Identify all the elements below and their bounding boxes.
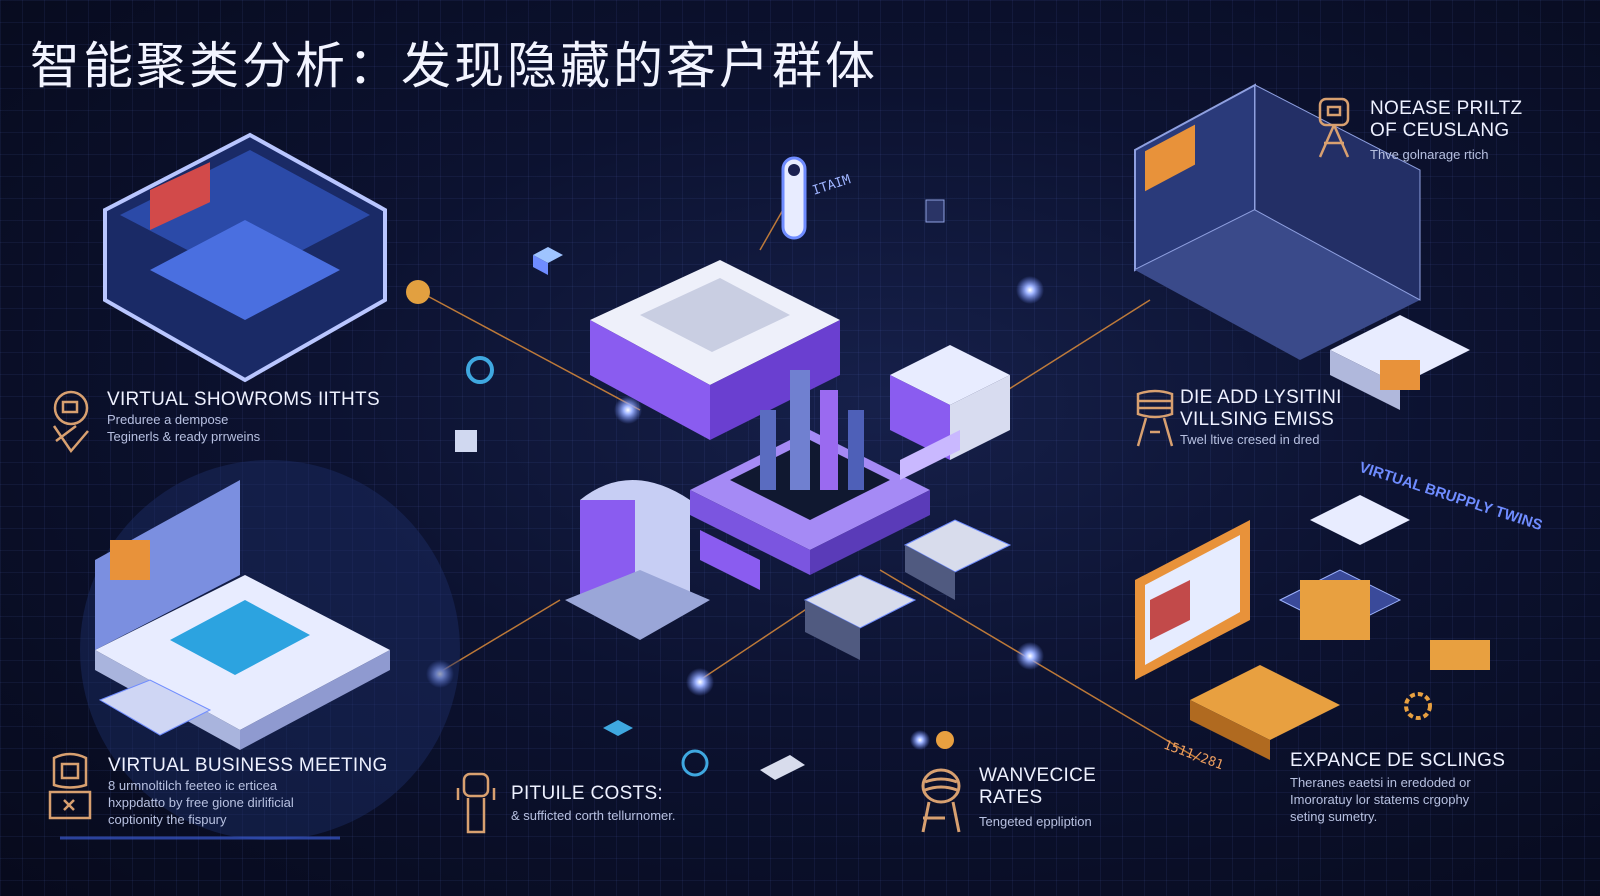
factory-building <box>1134 83 1470 410</box>
block-heading: VIRTUAL BUSINESS MEETING <box>108 755 388 776</box>
block-heading: RATES <box>979 787 1043 808</box>
virtual-meeting-platform <box>95 480 390 750</box>
central-city-platform <box>690 345 1010 590</box>
block-text: coptionity the fispury <box>108 812 227 827</box>
block-text: Theranes eaetsi in eredoded or <box>1290 775 1471 790</box>
block-middle-right: DIE ADD LYSITINI VILLSING EMISS Twel lti… <box>1180 387 1342 448</box>
block-costs: PITUILE COSTS: & sufficted corth tellurn… <box>511 783 676 824</box>
beacon-tower <box>781 156 807 240</box>
block-heading: EXPANCE DE SCLINGS <box>1290 750 1506 771</box>
figure-icon <box>456 772 496 834</box>
block-text: Thve golnarage rtich <box>1370 147 1489 162</box>
head-profile-icon <box>921 768 961 833</box>
page-title: 智能聚类分析：发现隐藏的客户群体 <box>30 37 878 95</box>
floating-icons <box>455 199 954 780</box>
pedestals <box>803 519 1012 660</box>
glow-nodes <box>406 276 1044 750</box>
block-rates: WANVECICE RATES Tengeted eppliption <box>979 765 1096 830</box>
block-heading: DIE ADD LYSITINI <box>1180 387 1342 408</box>
block-heading: OF CEUSLANG <box>1370 120 1510 141</box>
block-virtual-showrooms: VIRTUAL SHOWROMS IITHTS Preduree a dempo… <box>107 389 380 445</box>
block-text: Preduree a dempose <box>107 412 229 427</box>
meeting-chair-icon <box>48 752 92 820</box>
block-text: seting sumetry. <box>1290 809 1378 824</box>
block-text: 8 urmnoltilch feeteo ic erticea <box>108 778 278 793</box>
database-stand-icon <box>1136 389 1174 447</box>
block-text: Tengeted eppliption <box>979 814 1092 829</box>
block-top-right: NOEASE PRILTZ OF CEUSLANG Thve golnarage… <box>1370 98 1522 163</box>
block-text: Imororatuy lor statems crgophy <box>1290 792 1470 807</box>
block-text: Twel ltive cresed in dred <box>1180 432 1320 447</box>
block-heading: NOEASE PRILTZ <box>1370 98 1523 119</box>
block-heading: VILLSING EMISS <box>1180 409 1335 430</box>
block-text: & sufficted corth tellurnomer. <box>511 808 676 823</box>
block-expansion: EXPANCE DE SCLINGS Theranes eaetsi in er… <box>1290 750 1505 825</box>
block-heading: WANVECICE <box>979 765 1097 786</box>
block-virtual-business-meeting: VIRTUAL BUSINESS MEETING 8 urmnoltilch f… <box>108 755 388 828</box>
gear-icon <box>1404 692 1432 720</box>
central-server-machine <box>590 260 840 440</box>
kiosk-tower <box>565 480 710 640</box>
robot-outline-icon <box>52 390 89 454</box>
block-text: Teginerls & ready prrweins <box>107 429 261 444</box>
block-heading: VIRTUAL SHOWROMS IITHTS <box>107 389 380 410</box>
person-monitor-icon <box>1318 97 1350 158</box>
block-heading: PITUILE COSTS: <box>511 783 664 804</box>
block-text: hxppdatto by free gione dirlificial <box>108 795 294 810</box>
digital-twin-workstations <box>1135 495 1490 760</box>
virtual-showroom-cube <box>103 132 387 383</box>
